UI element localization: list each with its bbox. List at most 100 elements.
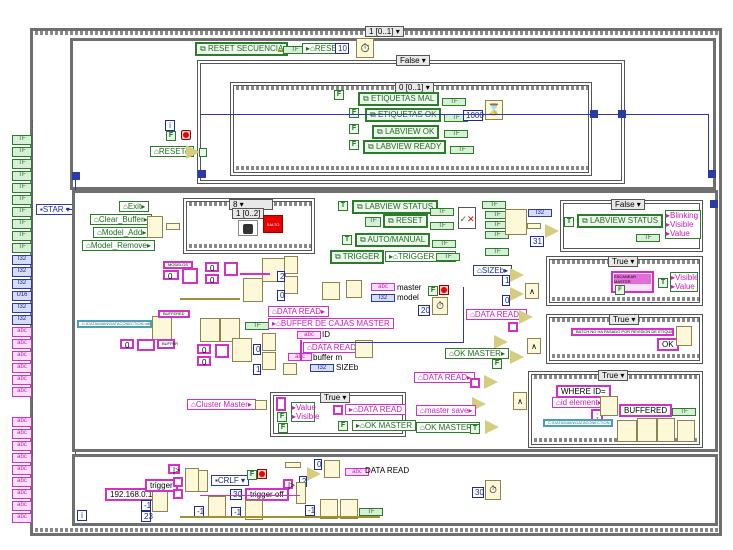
model-label: model [397,293,419,302]
reset-const[interactable]: TF [365,217,381,227]
false-case-top-selector[interactable]: False ▾ [396,55,430,66]
left-terminal-string: abc [12,429,32,439]
left-terminal-bool: TF [12,219,32,229]
labview-ready-bool[interactable]: F [349,140,359,150]
data-read-compare[interactable]: ⌂DATA READ▸ [466,309,528,320]
property-node-icon: ⧉ [363,94,371,103]
buffer-const: BUFFER [157,339,178,349]
buffer-cajas-local[interactable]: ▸⌂BUFFER DE CAJAS MASTER [268,318,394,329]
event-sub-selector[interactable]: 1 [0..2] [232,208,265,219]
status-bool[interactable]: T [564,217,574,227]
wait-const-20[interactable]: 20 [418,305,430,316]
bool-term-1: TF [482,201,506,209]
tcp-bool[interactable]: F [247,470,257,480]
compare-wire [340,342,463,343]
eq-gate [510,350,524,364]
cluster-bool-c: F [338,421,348,431]
etiquetas-ok-node[interactable]: ⧉ ETIQUETAS OK [365,108,442,122]
db-fn-5 [232,338,252,362]
save-bool[interactable]: T [470,424,480,434]
i-const-1: |> [168,464,180,475]
port-const[interactable]: 23 [141,511,153,522]
reset-bool[interactable]: F [166,131,176,141]
cluster-selector[interactable]: True ▾ [320,392,351,403]
array-const-a: 0 [120,339,134,350]
const-1b[interactable]: 1 [502,275,510,286]
tcp-stop-icon[interactable] [257,469,267,479]
crlf-enum[interactable]: ▪CRLF ▾ [211,475,249,486]
timeout-const[interactable]: 30 [230,489,242,500]
reset-secuencia-node[interactable]: ⧉ RESET SECUENCIA [195,42,289,56]
model-term: I32 [371,294,395,302]
cluster-bool-b[interactable]: F [278,423,288,433]
cluster-data-read[interactable]: ▸⌂DATA READ [345,404,407,415]
auto-manual-const[interactable]: T [342,235,352,245]
neg-one-d[interactable]: -1 [305,505,315,516]
event-exit[interactable]: ⌂Exit▸ [119,201,150,212]
etiquetas-ok-bool[interactable]: F [349,108,359,118]
reset-node[interactable]: ⧉ RESET [383,214,428,228]
event-clear-buffer[interactable]: ⌂Clear_Buffer▸ [90,214,152,225]
event-model-remove[interactable]: ⌂Model_Remove▸ [82,240,155,251]
escanear-t-bool[interactable]: T [658,278,668,288]
const-0d[interactable]: 0 [502,295,510,306]
trigger-node[interactable]: ⧉ TRIGGER [330,250,385,264]
neg-one-a[interactable]: -1 [141,500,151,511]
where-string: WHERE ID= [556,385,611,398]
stop-icon-2[interactable] [439,285,449,295]
save-data-read[interactable]: ⌂DATA READ▸ [414,372,476,383]
data-read-local-1[interactable]: ⌂DATA READ▸ [268,306,330,317]
cluster-ok-master[interactable]: ▸⌂OK MASTER [352,420,416,431]
left-terminal-string: abc [12,453,32,463]
top-sequence-selector[interactable]: 1 [0..1] ▾ [365,26,404,37]
false-case-status-selector[interactable]: False ▾ [611,199,645,210]
false-case-top-label: False [400,56,420,65]
etiquetas-mal-node[interactable]: ⧉ ETIQUETAS MAL [358,92,440,106]
array-box-3 [224,262,238,276]
inner-seq-label: 0 [0..1] [399,83,424,92]
tcp-read-fn [320,499,338,519]
auto-manual-node[interactable]: ⧉ AUTO/MANUAL [355,233,431,247]
const-2[interactable]: 2 [277,271,285,282]
warning-selector[interactable]: True ▾ [609,314,640,325]
id-element-local[interactable]: ⌂id element▸ [552,397,606,408]
const-1[interactable]: 1 [253,364,261,375]
sql-db-3 [657,418,675,442]
const-31[interactable]: 31 [530,236,544,247]
wait-const-10[interactable]: 10 [335,43,349,54]
wait-const-1000[interactable]: 1000 [463,110,484,121]
labview-ready-node[interactable]: ⧉ LABVIEW READY [363,140,447,154]
etiquetas-mal-bool[interactable]: F [334,90,344,100]
right-wire [626,114,708,115]
trigger-label: TRIGGER [342,252,380,261]
wire [180,298,240,300]
master-save-local[interactable]: ⌂master save▸ [416,405,477,416]
labview-status-node[interactable]: ⧉ LABVIEW STATUS [352,200,439,214]
stop-icon[interactable] [181,130,191,140]
checkbox-icon: ✓✕ [458,207,476,229]
const-0c[interactable]: 0 [253,344,261,355]
const-0b[interactable]: 0 [277,290,285,301]
compare-bool[interactable]: F [492,359,502,369]
escanear-selector[interactable]: True ▾ [608,256,639,267]
bool-term-4: TF [485,231,509,239]
wait-bool[interactable]: F [428,286,438,296]
ok-master-local[interactable]: ⌂OK MASTER▸ [445,348,509,359]
tcp-wait-const[interactable]: 30 [472,487,484,498]
status-property-node[interactable]: ⧉ LABVIEW STATUS [577,214,664,228]
buffer-cajas-label: BUFFER DE CAJAS MASTER [280,319,390,328]
sql-selector[interactable]: True ▾ [598,370,629,381]
cluster-master-local[interactable]: ⌂Cluster Master▸ [187,399,256,410]
compare-wire-v [463,287,464,343]
event-model-add[interactable]: ⌂Model_Add▸ [93,227,151,238]
stop-terminal [199,148,207,157]
wait-icon: ⌛ [485,100,503,120]
labview-ok-bool[interactable]: F [349,124,359,134]
db-fn-3 [200,318,220,342]
wire [240,273,270,275]
wire [180,516,380,518]
sql-path: C:\DATA\MAIN\DATACONECTION.udl [543,419,613,427]
labview-ok-node[interactable]: ⧉ LABVIEW OK [372,125,440,139]
labview-status-const[interactable]: T [338,201,348,211]
event-sub-label: 1 [0..2] [236,209,261,218]
